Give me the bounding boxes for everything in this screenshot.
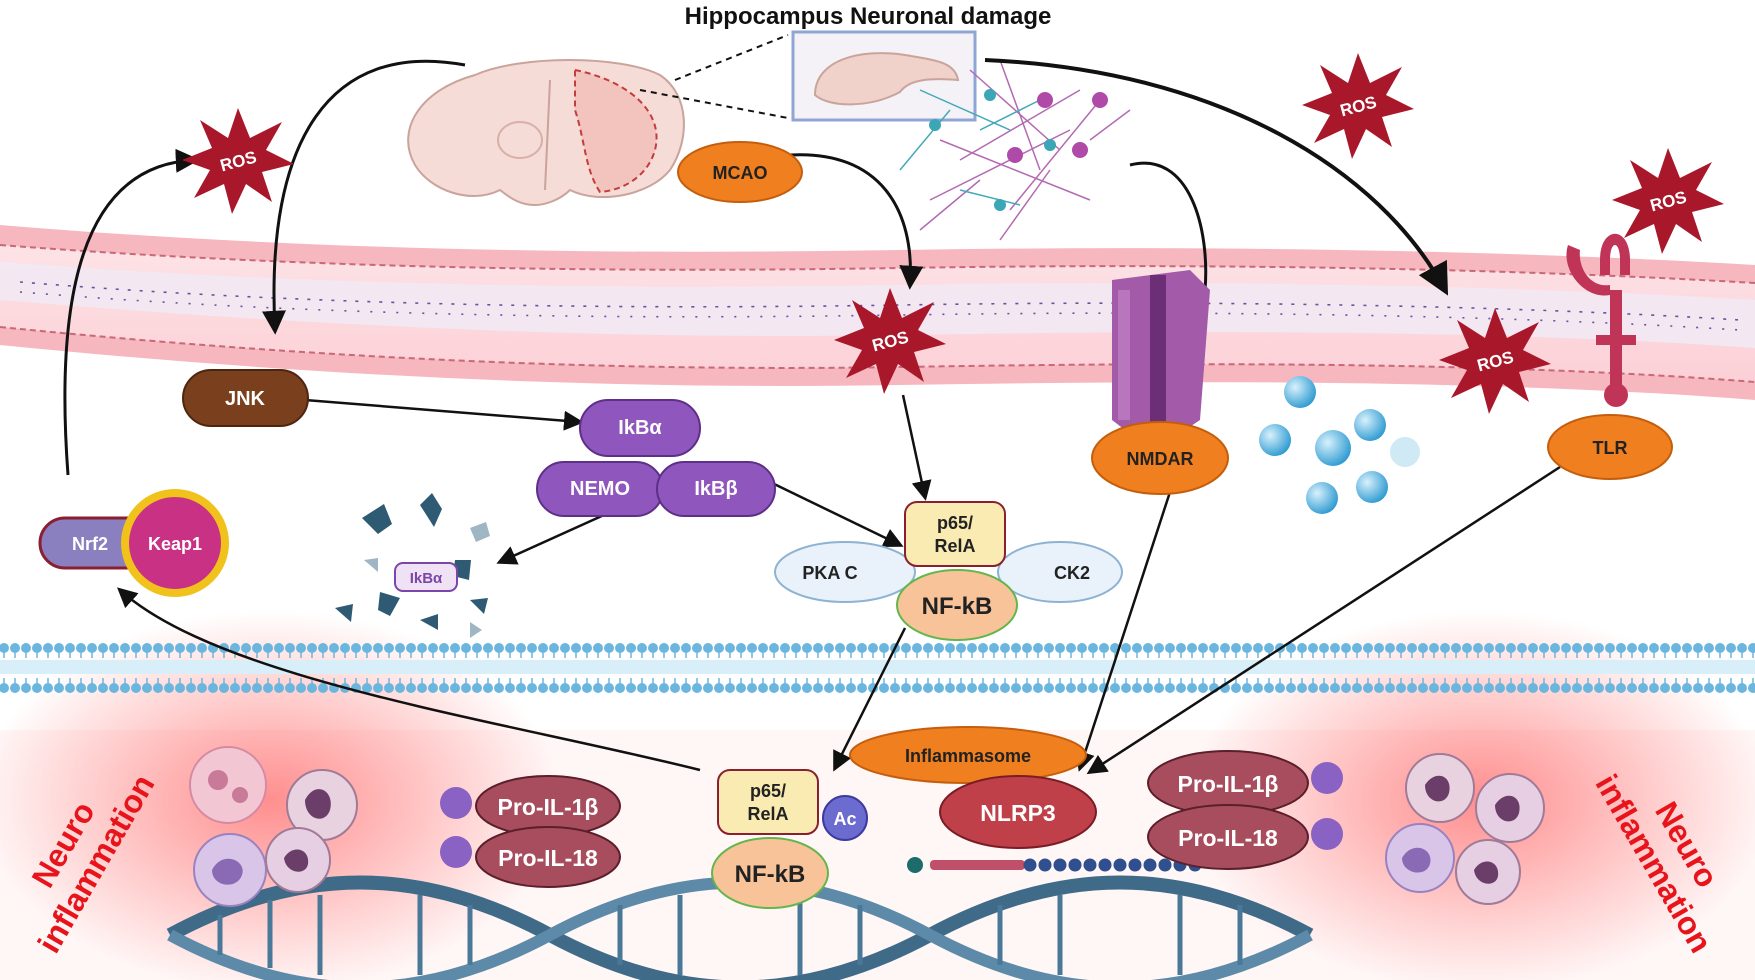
- nemo-label: NEMO: [570, 478, 630, 500]
- diagram-title: Hippocampus Neuronal damage: [685, 3, 1052, 30]
- brain-slice-image: [407, 59, 685, 207]
- keap1-label: Keap1: [148, 534, 202, 554]
- nlrp3-node: NLRP3: [939, 775, 1097, 849]
- arrow-nrf2-to-ros: [63, 148, 200, 476]
- ros-star-membrane-right: ROS: [1439, 308, 1551, 414]
- jnk-label: JNK: [225, 388, 266, 410]
- arrow-nfkb-to-nucleus: [833, 627, 907, 772]
- tlr-node: TLR: [1547, 414, 1673, 480]
- ikbb-label: IkBβ: [694, 478, 737, 500]
- nrf2-label: Nrf2: [72, 534, 108, 554]
- neurons-cluster: [899, 59, 1131, 241]
- mcao-node: MCAO: [677, 141, 803, 203]
- pro-il1b-label: Pro-IL-1β: [498, 794, 599, 820]
- pro-il18-label: Pro-IL-18: [1178, 825, 1278, 851]
- arrow-ikbb-to-p65: [769, 480, 904, 548]
- inflammasome-label: Inflammasome: [905, 746, 1031, 766]
- hippocampus-inset: [791, 30, 977, 122]
- nmdar-node: NMDAR: [1091, 421, 1229, 495]
- nfkb-label: NF-kB: [735, 861, 806, 888]
- arrow-mcao-to-ros: [789, 153, 924, 290]
- degraded-ikba-label: IkBα: [410, 570, 443, 587]
- pro-il-left-complex: Pro-IL-1β Pro-IL-18: [440, 775, 621, 888]
- arrow-hippocampus-to-ros: [984, 58, 1449, 296]
- ikba-label: IkBα: [618, 417, 662, 439]
- ros-star-top-left: ROS: [182, 108, 294, 214]
- ros-star-center: ROS: [834, 288, 946, 394]
- pro-il18-label: Pro-IL-18: [498, 845, 598, 871]
- pkac-label: PKA C: [802, 563, 857, 583]
- arrow-nemo-to-degraded: [496, 508, 616, 565]
- nfkb-label: NF-kB: [922, 593, 993, 620]
- nmdar-channel-icon: [1112, 270, 1210, 430]
- p65-label: p65/: [750, 781, 786, 801]
- p65-label: p65/: [937, 513, 973, 533]
- rela-label: RelA: [747, 804, 788, 824]
- arrow-nmdar-to-nlrp3: [1075, 491, 1172, 772]
- nemo-node: NEMO: [536, 461, 664, 517]
- immune-cells-left: [189, 746, 358, 907]
- p65-rela-node: p65/ RelA: [904, 501, 1006, 567]
- arrow-tlr-to-nlrp3: [1086, 465, 1561, 775]
- ikbb-node: IkBβ: [656, 461, 776, 517]
- pro-il-right-complex: Pro-IL-1β Pro-IL-18: [1147, 750, 1343, 870]
- nuclear-nfkb-node: NF-kB: [711, 837, 829, 909]
- degraded-ikba-fragments: [335, 493, 490, 638]
- nfkb-node: NF-kB: [896, 569, 1018, 641]
- degraded-ikba-node: IkBα: [394, 562, 458, 592]
- pro-il1b-label: Pro-IL-1β: [1178, 771, 1279, 797]
- arrow-brain-to-jnk: [262, 59, 466, 335]
- nuclear-p65-rela-node: p65/ RelA: [717, 769, 819, 835]
- arrow-ros-to-p65: [901, 394, 932, 501]
- cell-membrane: [0, 643, 1755, 693]
- rela-label: RelA: [934, 536, 975, 556]
- arrow-nfkb-to-keap1: [117, 587, 701, 772]
- nmdar-label: NMDAR: [1127, 449, 1194, 469]
- zoom-line-bottom: [639, 89, 789, 119]
- arrow-jnk-to-ikba: [304, 398, 584, 431]
- tlr-receptor-icon: [1566, 233, 1636, 407]
- inflammasome-node: Inflammasome: [849, 726, 1087, 784]
- jnk-node: JNK: [182, 369, 309, 427]
- ros-star-top-right: ROS: [1302, 53, 1414, 159]
- ac-label: Ac: [833, 809, 856, 829]
- ikba-node: IkBα: [579, 399, 701, 457]
- arrow-neurons-to-nmdar: [1129, 161, 1208, 291]
- keap1-node: Keap1: [121, 489, 229, 597]
- mcao-label: MCAO: [713, 163, 768, 183]
- ac-node: Ac: [822, 795, 868, 841]
- pkac-node: PKA C: [774, 541, 916, 603]
- immune-cells-right: [1385, 753, 1545, 905]
- ck2-node: CK2: [997, 541, 1123, 603]
- ros-star-far-right: ROS: [1612, 148, 1724, 254]
- tlr-label: TLR: [1593, 438, 1628, 458]
- ions-icon: [1259, 376, 1420, 514]
- ck2-label: CK2: [1054, 563, 1090, 583]
- nlrp3-label: NLRP3: [980, 800, 1055, 826]
- zoom-line-top: [674, 34, 789, 81]
